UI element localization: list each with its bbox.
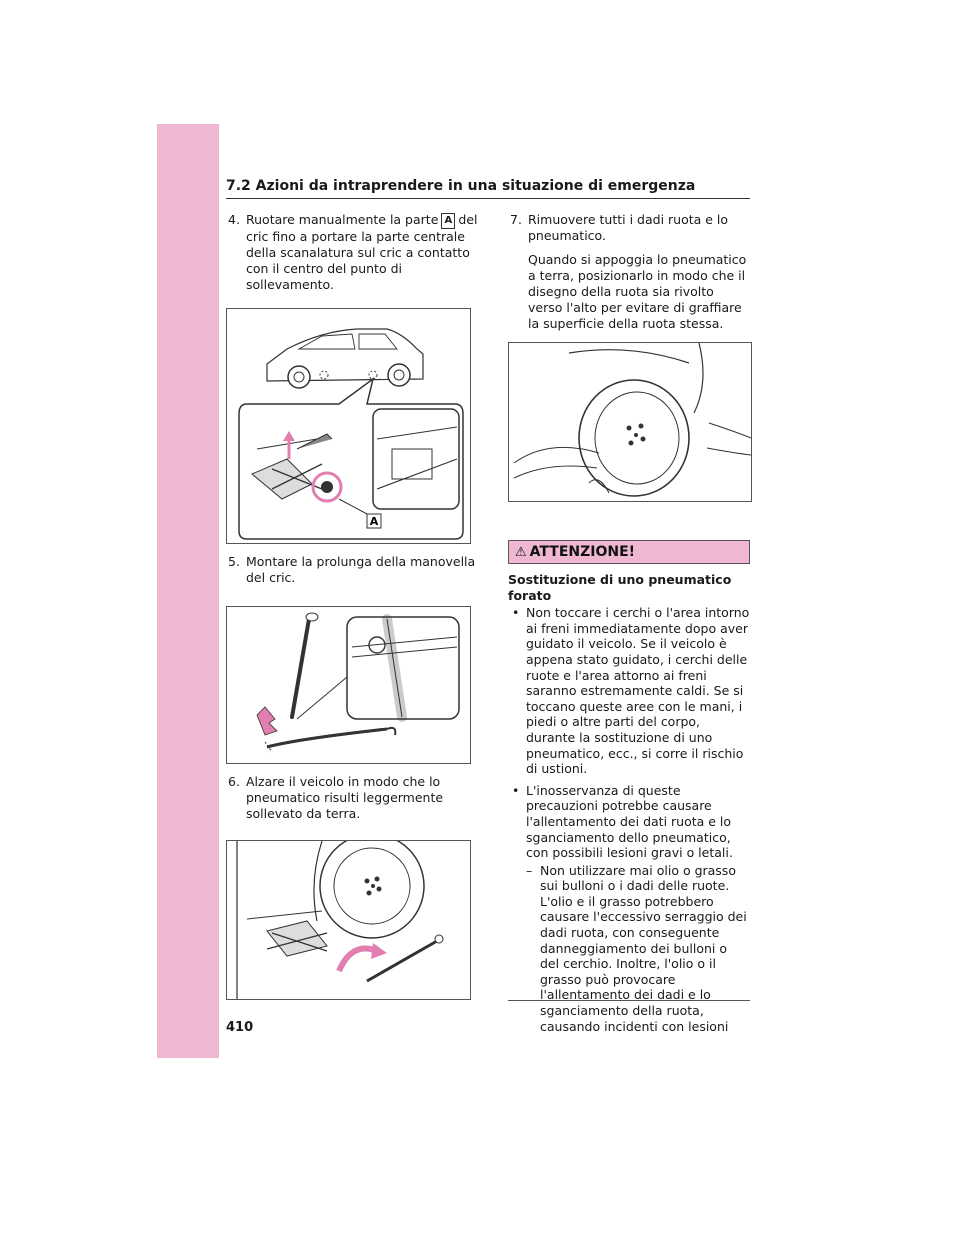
warning-heading: ⚠ATTENZIONE! [508, 540, 750, 564]
section-header: 7.2 Azioni da intraprendere in una situa… [226, 178, 696, 194]
step-number: 5. [228, 554, 240, 569]
step-number: 6. [228, 774, 240, 789]
figure-jack-positioning: A [226, 308, 471, 544]
bullet-icon: • [512, 782, 520, 798]
warning-triangle-icon: ⚠ [515, 545, 527, 560]
lift-vehicle-illustration [236, 841, 444, 999]
warning-box: ⚠ATTENZIONE! Sostituzione di uno pneumat… [508, 540, 750, 1034]
header-rule [226, 198, 750, 199]
step-text: Montare la prolunga della manovella del … [246, 554, 476, 585]
jack-positioning-illustration: A [238, 328, 464, 540]
warning-item: • Non toccare i cerchi o l'area intorno … [512, 605, 750, 777]
warning-title: Sostituzione di uno pneumatico forato [508, 572, 732, 603]
warning-item: • L'inosservanza di queste precauzioni p… [512, 783, 750, 1035]
warning-body: Sostituzione di uno pneumatico forato • … [508, 564, 750, 1034]
section-color-strip [157, 124, 219, 1058]
figure-lift-vehicle [226, 840, 471, 1000]
step-text: Rimuovere tutti i dadi ruota e lo pneuma… [528, 212, 729, 243]
handle-extension-illustration [256, 612, 460, 753]
warning-sub-item: – Non utilizzare mai olio o grasso sui b… [526, 862, 747, 1034]
dash-icon: – [526, 862, 533, 878]
figure-handle-extension [226, 606, 471, 764]
figure-remove-tire [508, 342, 752, 502]
step-text: Alzare il veicolo in modo che lo pneumat… [246, 774, 444, 821]
page-number: 410 [226, 1020, 254, 1035]
step-number: 7. [510, 212, 522, 227]
step-7: 7. Rimuovere tutti i dadi ruota e lo pne… [510, 212, 750, 332]
part-a-label: A [441, 212, 456, 229]
bullet-icon: • [512, 605, 520, 621]
remove-tire-illustration [513, 343, 751, 497]
callout-a-label: A [370, 515, 379, 528]
step-5: 5. Montare la prolunga della manovella d… [228, 554, 478, 586]
step-note: Quando si appoggia lo pneumatico a terra… [528, 252, 747, 331]
step-number: 4. [228, 212, 240, 227]
step-6: 6. Alzare il veicolo in modo che lo pneu… [228, 774, 478, 822]
